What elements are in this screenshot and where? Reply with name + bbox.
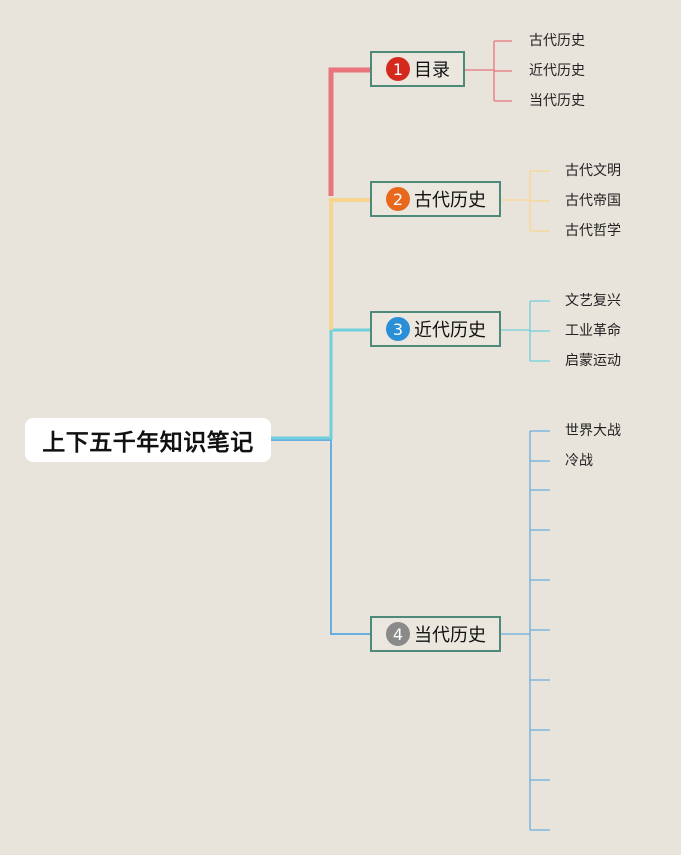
root-node[interactable]: 上下五千年知识笔记 [25, 418, 271, 462]
leaf-1-1[interactable]: 古代历史 [529, 33, 585, 49]
branch-label-1: 目录 [414, 60, 450, 81]
leaf-1-2[interactable]: 近代历史 [529, 63, 585, 79]
branch-label-3: 近代历史 [414, 320, 486, 341]
connector-root-to-branch-1 [328, 67, 372, 196]
connector-root-to-branch-2 [329, 198, 372, 330]
leaf-2-3[interactable]: 古代哲学 [565, 223, 621, 239]
leaf-1-3[interactable]: 当代历史 [529, 93, 585, 109]
branch-node-3[interactable]: 3 近代历史 [370, 311, 501, 347]
leaf-2-1[interactable]: 古代文明 [565, 163, 621, 179]
connector-branch-1-children [464, 40, 512, 102]
leaf-2-2[interactable]: 古代帝国 [565, 193, 621, 209]
branch-node-4[interactable]: 4 当代历史 [370, 616, 501, 652]
connector-branch-3-children [500, 300, 550, 362]
branch-node-2[interactable]: 2 古代历史 [370, 181, 501, 217]
branch-node-1[interactable]: 1 目录 [370, 51, 465, 87]
leaf-4-2[interactable]: 冷战 [565, 453, 593, 469]
branch-label-4: 当代历史 [414, 625, 486, 646]
leaf-3-2[interactable]: 工业革命 [565, 323, 621, 339]
leaf-4-1[interactable]: 世界大战 [565, 423, 621, 439]
number-badge-1: 1 [386, 57, 410, 81]
connector-root-to-branch-4 [271, 439, 372, 635]
connector-branch-2-children [500, 170, 550, 232]
connector-root-to-branch-3 [271, 328, 372, 440]
connector-branch-4-children [500, 430, 550, 831]
number-badge-4: 4 [386, 622, 410, 646]
root-label: 上下五千年知识笔记 [42, 430, 254, 456]
number-badge-3: 3 [386, 317, 410, 341]
branch-label-2: 古代历史 [414, 190, 486, 211]
number-badge-2: 2 [386, 187, 410, 211]
leaf-3-3[interactable]: 启蒙运动 [565, 353, 621, 369]
leaf-3-1[interactable]: 文艺复兴 [565, 293, 621, 309]
